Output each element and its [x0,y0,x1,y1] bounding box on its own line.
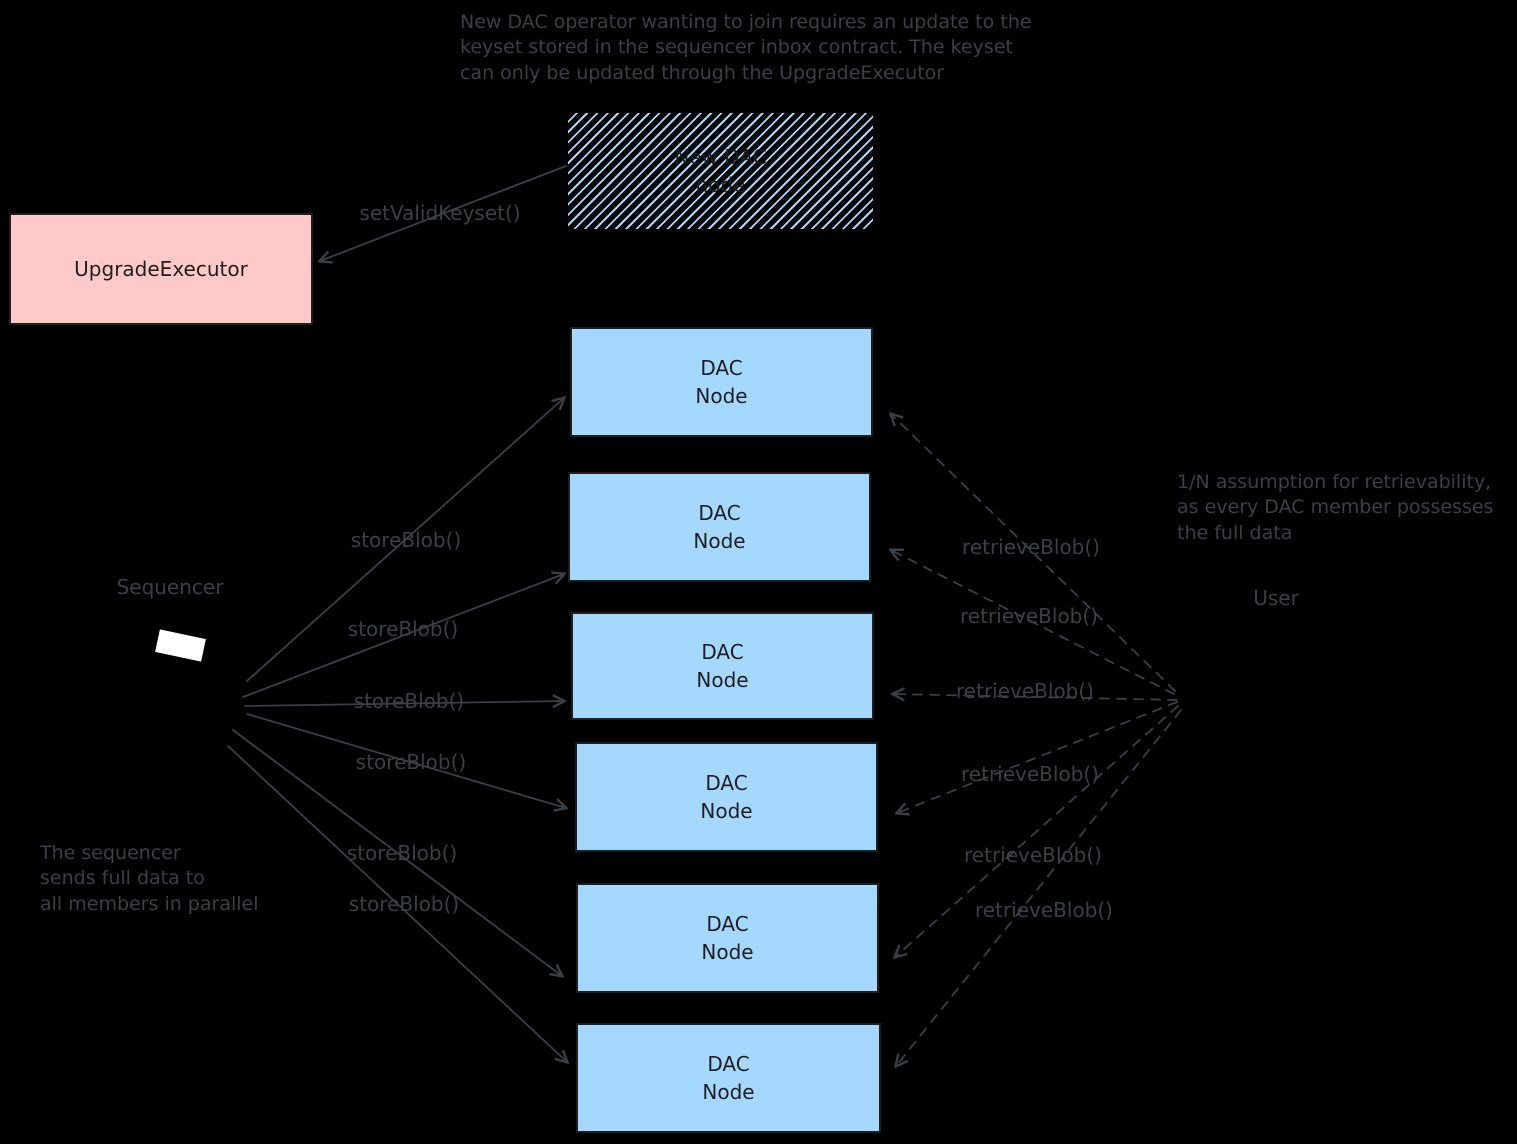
store-blob-label-3: storeBlob() [353,689,465,713]
store-blob-label-6: storeBlob() [348,892,460,916]
store-blob-arrow-5 [232,729,562,976]
retrieve-blob-arrow-6 [896,709,1182,1066]
user-label: User [1253,586,1299,610]
store-blob-arrow-3 [244,701,564,706]
store-blob-label-2: storeBlob() [347,617,459,641]
store-blob-arrow-2 [242,574,564,698]
retrieve-blob-label-5: retrieveBlob() [964,843,1102,867]
new-dac-node-box: New DAC node [568,113,873,229]
retrieve-blob-arrow-3 [893,694,1178,700]
dac-node-box-4: DAC Node [575,742,878,852]
store-blob-label-5: storeBlob() [346,841,458,865]
retrieve-blob-arrow-5 [895,705,1179,957]
retrieve-blob-arrow-2 [891,550,1175,695]
store-blob-arrow-1 [246,398,564,682]
store-blob-label-1: storeBlob() [350,528,462,552]
store-blob-arrow-6 [227,745,567,1062]
retrieve-blob-label-6: retrieveBlob() [975,898,1113,922]
dac-node-box-2: DAC Node [568,472,871,582]
retrieve-blob-label-1: retrieveBlob() [962,535,1100,559]
retrieve-blob-label-3: retrieveBlob() [956,679,1094,703]
store-blob-label-4: storeBlob() [355,750,467,774]
note-parallel-send: The sequencer sends full data to all mem… [40,842,259,915]
retrieve-blob-arrow-4 [897,701,1178,813]
dac-node-box-5: DAC Node [576,883,879,993]
upgrade-executor-box: UpgradeExecutor [9,213,313,325]
set-valid-keyset-label: setValidKeyset() [359,201,521,225]
dac-node-box-6: DAC Node [576,1023,881,1133]
dac-node-box-3: DAC Node [571,612,874,720]
note-retrievability: 1/N assumption for retrievability, as ev… [1177,471,1494,544]
sequencer-label: Sequencer [116,575,224,599]
retrieve-blob-label-4: retrieveBlob() [961,762,1099,786]
dac-node-box-1: DAC Node [570,327,873,437]
note-keyset-update: New DAC operator wanting to join require… [460,11,1032,84]
retrieve-blob-arrow-1 [891,414,1176,692]
retrieve-blob-label-2: retrieveBlob() [960,604,1098,628]
set-valid-keyset-arrow [320,165,567,261]
store-blob-arrow-4 [246,713,566,808]
